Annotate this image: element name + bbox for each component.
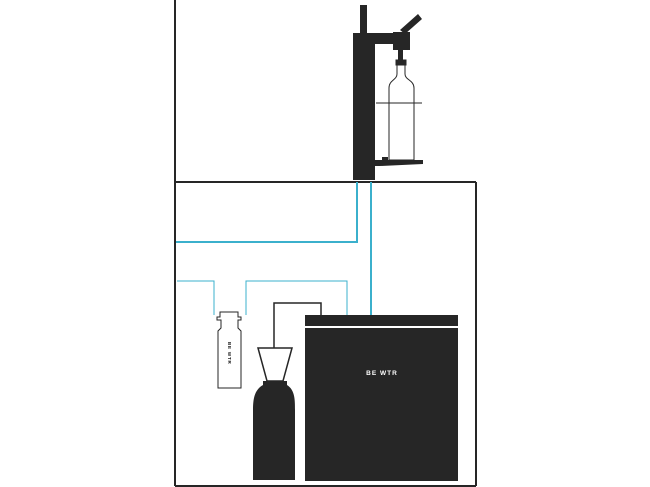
water-line-filter-outlet xyxy=(245,280,348,315)
dispenser-tap xyxy=(353,5,423,180)
co2-tank xyxy=(253,381,295,480)
co2-funnel xyxy=(257,347,293,382)
tap-arm xyxy=(372,33,410,44)
tray-shadow xyxy=(382,157,388,161)
chiller-label: BE WTR xyxy=(366,370,398,377)
countertop-cabinet xyxy=(174,0,477,487)
filter-housing xyxy=(216,311,242,389)
bottle-cap xyxy=(395,59,407,66)
co2-hose-path xyxy=(273,302,322,350)
water-lines-thin xyxy=(177,280,348,315)
chiller-lid xyxy=(305,315,458,326)
tap-head xyxy=(393,32,410,50)
water-line-filter-inlet xyxy=(177,280,215,315)
tap-nozzle xyxy=(398,50,403,60)
water-filter: BE WTR xyxy=(216,311,242,389)
bottle-body xyxy=(388,64,415,161)
tap-column xyxy=(353,33,375,180)
water-line-main xyxy=(176,182,358,243)
tap-handle xyxy=(400,14,422,34)
drip-tray xyxy=(375,160,423,166)
tap-top-pin xyxy=(360,5,367,35)
chiller-body xyxy=(305,328,458,481)
filter-label: BE WTR xyxy=(227,342,232,365)
chiller-unit: BE WTR xyxy=(305,315,458,481)
co2-cylinder xyxy=(253,347,295,480)
co2-hose xyxy=(273,302,322,350)
glass-bottle xyxy=(376,59,422,161)
water-lines xyxy=(176,182,372,315)
